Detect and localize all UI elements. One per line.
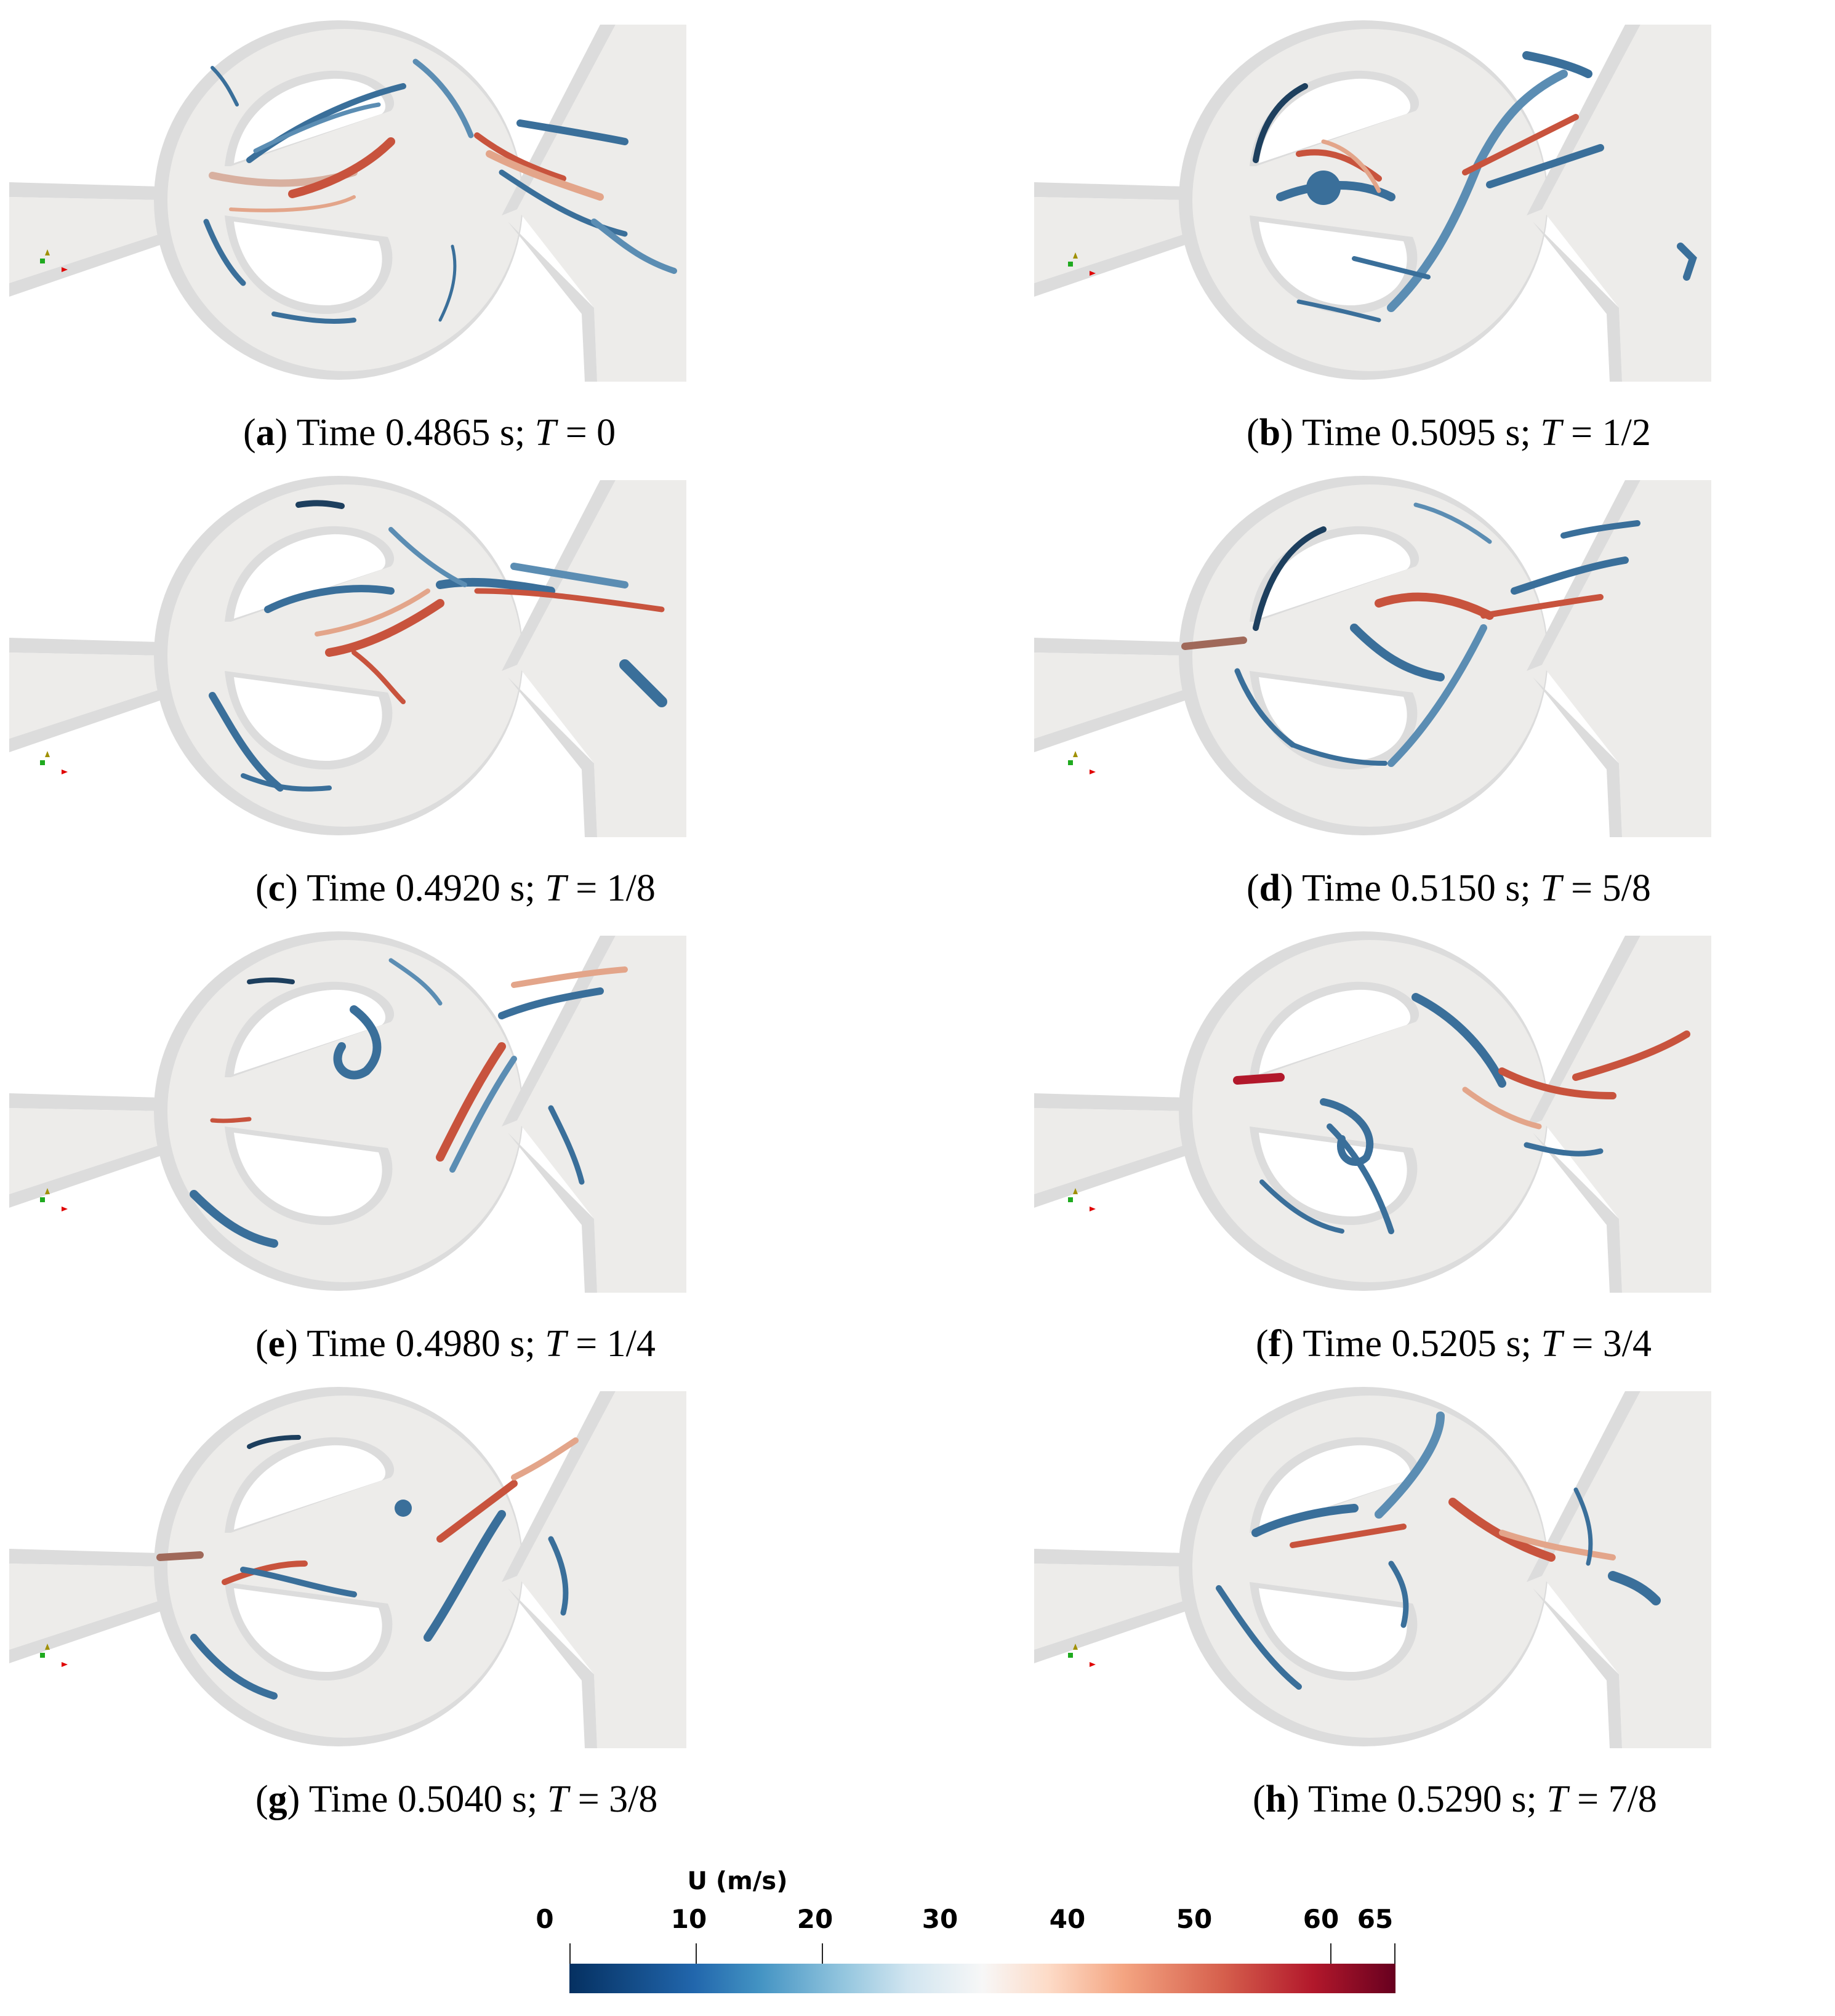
panel-c-visualization [9, 468, 686, 837]
caption-h: (h) Time 0.5290 s; T = 7/8 [1253, 1778, 1657, 1820]
panel-g-visualization [9, 1379, 686, 1748]
cfd-render-b [1034, 12, 1711, 382]
axes-triad-icon [40, 249, 68, 272]
caption-a: (a) Time 0.4865 s; T = 0 [243, 412, 616, 454]
caption-c: (c) Time 0.4920 s; T = 1/8 [255, 867, 656, 909]
caption-d: (d) Time 0.5150 s; T = 5/8 [1247, 867, 1651, 909]
axes-triad-icon [1068, 252, 1096, 276]
colorbar-tick [696, 1943, 697, 1978]
panel-f-visualization [1034, 923, 1711, 1293]
cfd-render-c [9, 468, 686, 837]
caption-b: (b) Time 0.5095 s; T = 1/2 [1247, 412, 1651, 454]
colorbar-tick [822, 1943, 823, 1978]
cfd-render-e [9, 923, 686, 1293]
colorbar-tick-label: 40 [1049, 1904, 1086, 1934]
caption-e: (e) Time 0.4980 s; T = 1/4 [255, 1323, 656, 1365]
axes-triad-icon [40, 1644, 68, 1667]
panel-b-visualization [1034, 12, 1711, 382]
axes-triad-icon [1068, 1644, 1096, 1667]
colorbar-gradient [569, 1964, 1395, 1993]
cfd-render-f [1034, 923, 1711, 1293]
caption-f: (f) Time 0.5205 s; T = 3/4 [1256, 1323, 1652, 1365]
panel-e-visualization [9, 923, 686, 1293]
colorbar-tick [1394, 1943, 1395, 1978]
colorbar-tick-label: 65 [1357, 1904, 1394, 1934]
cfd-render-g [9, 1379, 686, 1748]
axes-triad-icon [1068, 751, 1096, 774]
colorbar-tick-label: 20 [797, 1904, 833, 1934]
axes-triad-icon [1068, 1188, 1096, 1211]
cfd-render-a [9, 12, 686, 382]
colorbar-tick-label: 10 [670, 1904, 707, 1934]
axes-triad-icon [40, 751, 68, 774]
caption-g: (g) Time 0.5040 s; T = 3/8 [255, 1778, 658, 1820]
colorbar-title: U (m/s) [687, 1867, 788, 1895]
colorbar-tick-label: 60 [1303, 1904, 1339, 1934]
cfd-render-d [1034, 468, 1711, 837]
axes-triad-icon [40, 1188, 68, 1211]
colorbar-tick-label: 30 [922, 1904, 958, 1934]
cfd-render-h [1034, 1379, 1711, 1748]
panel-h-visualization [1034, 1379, 1711, 1748]
panel-a-visualization [9, 12, 686, 382]
colorbar-tick-label: 0 [536, 1904, 554, 1934]
colorbar-tick-label: 50 [1176, 1904, 1213, 1934]
panel-d-visualization [1034, 468, 1711, 837]
colorbar-tick [1330, 1943, 1331, 1978]
colorbar-tick [569, 1943, 571, 1978]
